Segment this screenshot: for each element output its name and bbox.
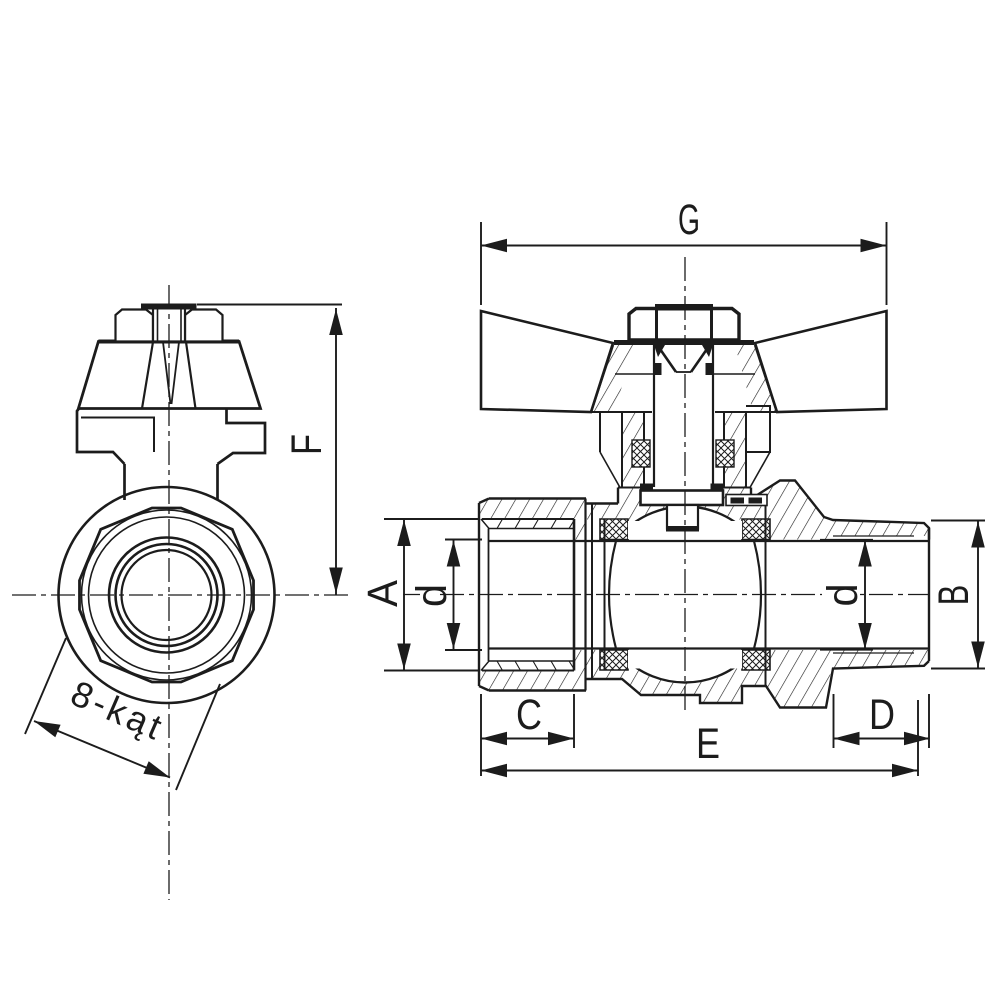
svg-text:D: D [869, 691, 895, 739]
svg-text:E: E [696, 720, 720, 768]
svg-text:A: A [359, 580, 407, 607]
svg-text:G: G [678, 196, 700, 244]
svg-text:d: d [819, 584, 867, 607]
svg-text:B: B [930, 585, 978, 606]
svg-text:F: F [283, 434, 331, 455]
svg-text:C: C [516, 691, 542, 739]
svg-text:d: d [408, 584, 456, 607]
